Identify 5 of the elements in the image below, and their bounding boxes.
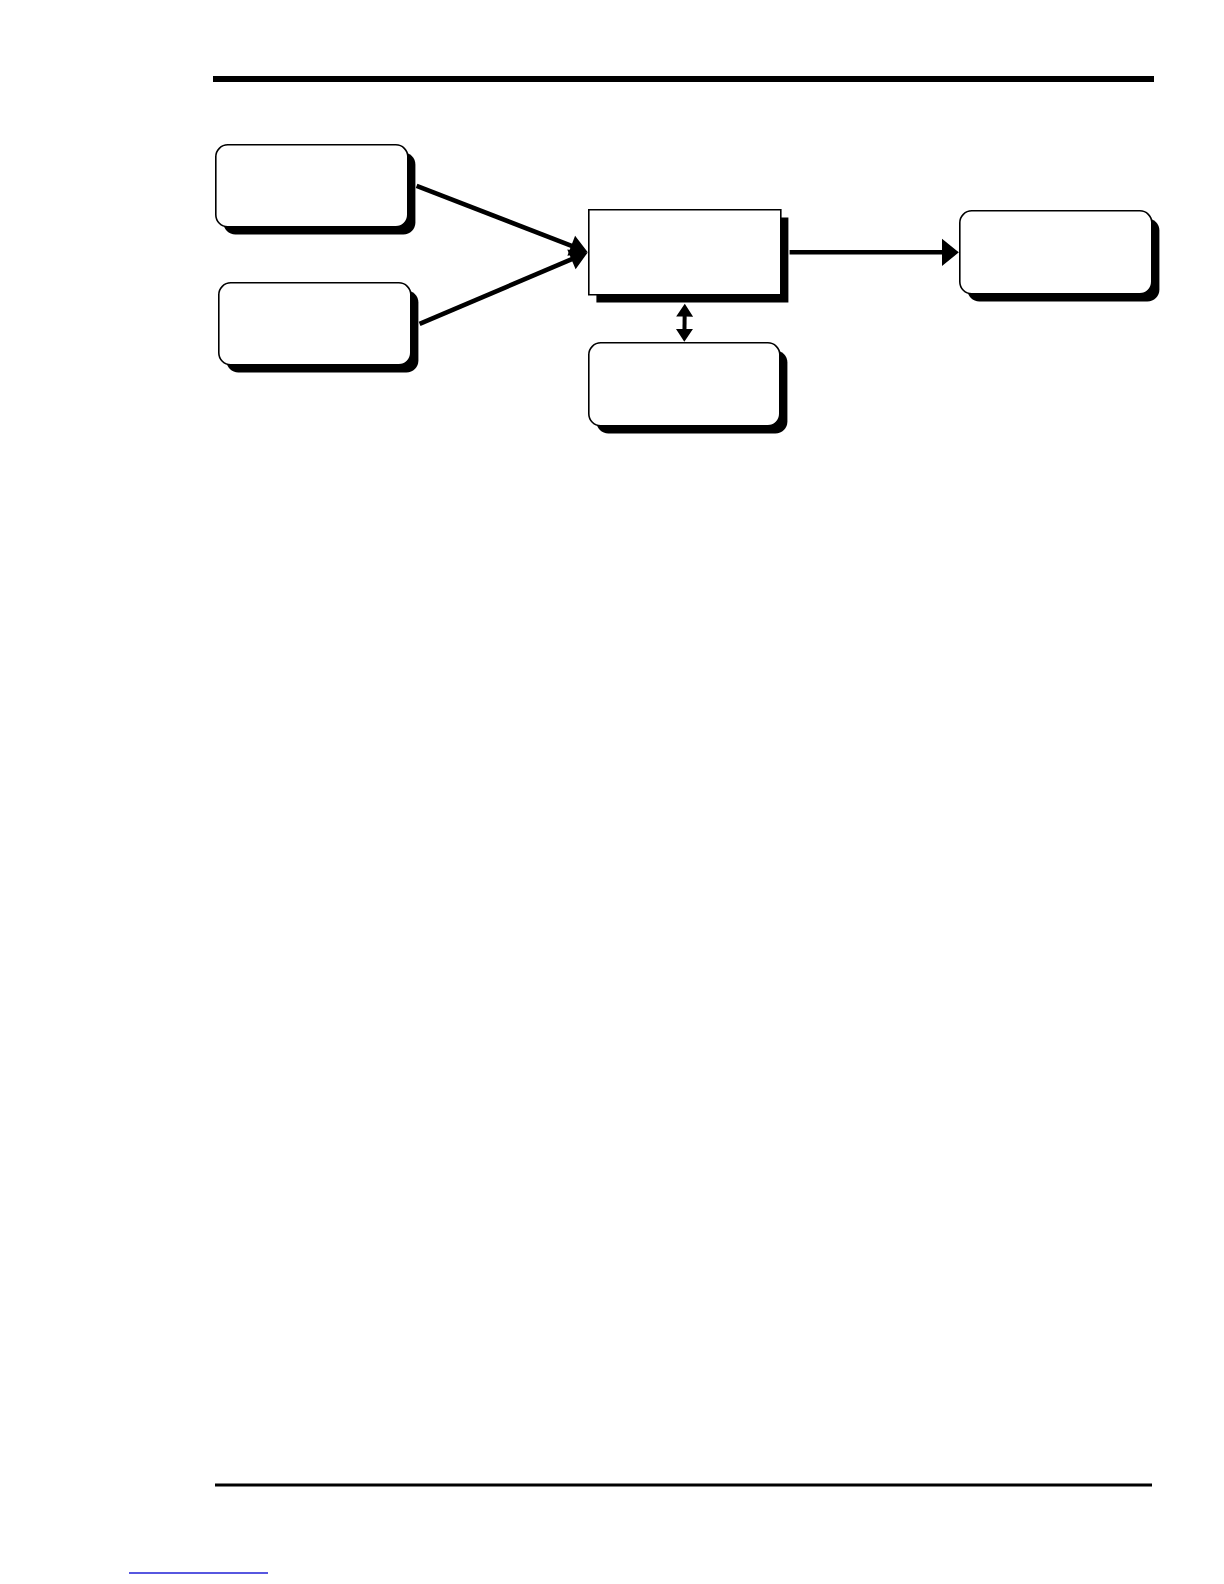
process-box [588, 209, 789, 303]
rounded-box [588, 342, 788, 434]
rounded-box [959, 210, 1160, 302]
rounded-box [215, 144, 416, 235]
rounded-box [218, 282, 419, 373]
